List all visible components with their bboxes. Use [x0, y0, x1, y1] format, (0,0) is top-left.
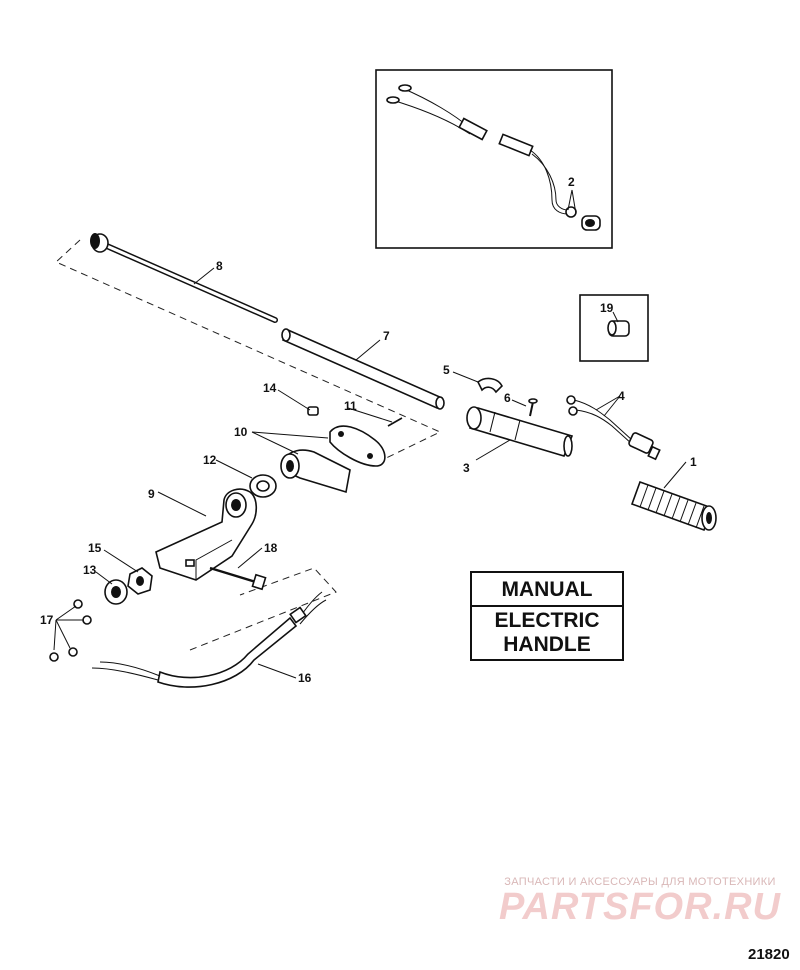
- callout-18: 18: [264, 541, 278, 555]
- callout-15: 15: [88, 541, 102, 555]
- callout-2: 2: [568, 175, 575, 189]
- part-11-pin: [387, 417, 403, 427]
- part-15-nut: [127, 567, 153, 595]
- callout-19: 19: [600, 301, 614, 315]
- callout-7: 7: [383, 329, 390, 343]
- inset-bushing: [579, 294, 649, 362]
- part-10-housing: [280, 425, 386, 494]
- callout-17: 17: [40, 613, 54, 627]
- part-14-nut: [307, 406, 319, 416]
- callout-12: 12: [203, 453, 217, 467]
- leader-lines: [53, 189, 687, 679]
- label-handle: HANDLE: [503, 633, 591, 656]
- inset-wire-harness: [375, 69, 613, 249]
- manual-electric-handle-label: MANUAL ELECTRIC HANDLE: [470, 571, 624, 661]
- callout-9: 9: [148, 487, 155, 501]
- part-5-bushing: [476, 377, 503, 394]
- part-16-cable: [91, 591, 327, 688]
- callout-13: 13: [83, 563, 97, 577]
- part-13-bushing: [104, 579, 128, 605]
- watermark-logo: PARTSFOR.RU: [499, 886, 781, 928]
- watermark-tagline: ЗАПЧАСТИ И АКСЕССУАРЫ ДЛЯ МОТОТЕХНИКИ: [504, 876, 776, 888]
- part-17-fasteners: [49, 599, 92, 662]
- drawing-number: 21820: [748, 946, 790, 963]
- assembly-line-lower: [189, 567, 337, 651]
- callout-16: 16: [298, 671, 312, 685]
- callout-10: 10: [234, 425, 248, 439]
- part-1-grip: [630, 480, 717, 532]
- label-manual: MANUAL: [472, 573, 622, 607]
- callout-5: 5: [443, 363, 450, 377]
- callout-6: 6: [504, 391, 511, 405]
- label-electric: ELECTRIC: [494, 609, 600, 632]
- part-18-bolt: [209, 566, 267, 591]
- callout-14: 14: [263, 381, 277, 395]
- part-6-screw: [528, 398, 538, 417]
- callout-11: 11: [344, 399, 357, 413]
- callout-4: 4: [618, 389, 625, 403]
- part-3-handle-sleeve: [466, 406, 574, 457]
- label-electric-handle: ELECTRIC HANDLE: [472, 609, 622, 657]
- callout-1: 1: [690, 455, 697, 469]
- part-7-tube: [281, 328, 445, 410]
- part-4-switch: [566, 395, 661, 461]
- part-8-rod: [90, 233, 278, 323]
- callout-numbers: 1 2 3 4 5 6 7 8 9 10 11 12 13 14 15 16 1…: [40, 175, 697, 685]
- callout-3: 3: [463, 461, 470, 475]
- assembly-line-upper: [55, 239, 442, 463]
- part-9-bracket: [155, 488, 258, 581]
- part-12-washer: [249, 474, 277, 498]
- callout-8: 8: [216, 259, 223, 273]
